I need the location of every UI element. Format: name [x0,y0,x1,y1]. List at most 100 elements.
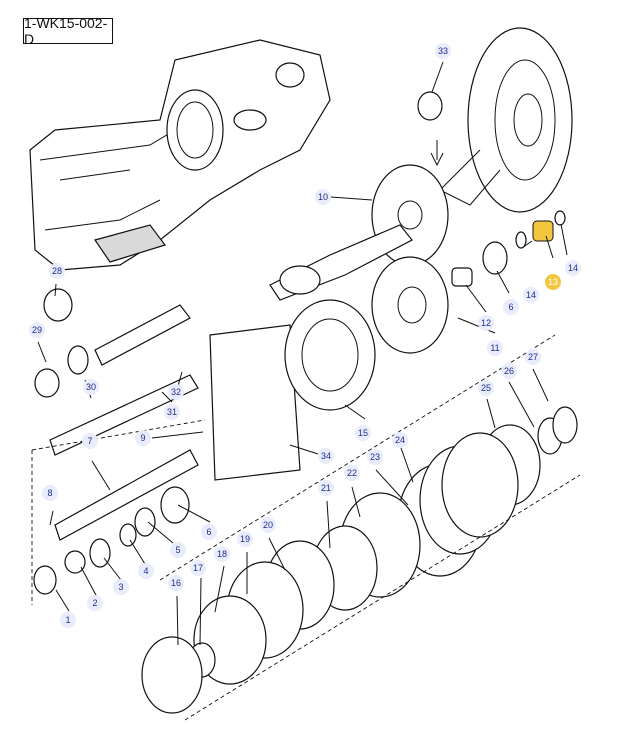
callout-marker [392,432,408,448]
callout-marker [168,384,184,400]
callout-12[interactable]: 12 [478,315,494,331]
callout-marker [435,43,451,59]
callout-marker [523,287,539,303]
callout-marker [545,274,561,290]
callout-label: 16 [171,578,181,588]
callout-marker [201,524,217,540]
callout-label: 34 [321,451,331,461]
callout-14[interactable]: 14 [565,260,581,276]
callout-27[interactable]: 27 [525,349,541,365]
callout-30[interactable]: 30 [83,379,99,395]
callout-20[interactable]: 20 [260,517,276,533]
assembly-frame-lines [159,334,581,721]
callout-21[interactable]: 21 [318,480,334,496]
bushing-12 [451,267,473,287]
callout-26[interactable]: 26 [501,363,517,379]
bearing-6-top [482,241,508,275]
callout-29[interactable]: 29 [29,322,45,338]
callout-marker [478,315,494,331]
callout-15[interactable]: 15 [355,425,371,441]
callout-label: 27 [528,352,538,362]
spur-gear-10 [269,164,449,301]
callout-label: 24 [395,435,405,445]
callout-label: 9 [140,433,145,443]
diagram-reference-label: 1-WK15-002-D [23,15,113,47]
callout-label: 7 [87,436,92,446]
callout-17[interactable]: 17 [190,560,206,576]
callout-marker [113,579,129,595]
shaft-bracket-lines [31,419,206,605]
callout-label: 6 [206,527,211,537]
callout-7[interactable]: 7 [82,433,98,449]
callout-label: 29 [32,325,42,335]
callout-23[interactable]: 23 [367,449,383,465]
callout-16[interactable]: 16 [168,575,184,591]
callout-28[interactable]: 28 [49,263,65,279]
callout-8[interactable]: 8 [42,485,58,501]
callout-22[interactable]: 22 [344,465,360,481]
callout-9[interactable]: 9 [135,430,151,446]
callout-marker [503,299,519,315]
callout-11[interactable]: 11 [487,340,503,356]
callout-marker [168,575,184,591]
callout-label: 32 [171,387,181,397]
callout-label: 8 [47,488,52,498]
callout-label: 22 [347,468,357,478]
callout-5[interactable]: 5 [170,542,186,558]
callout-marker [135,430,151,446]
callout-marker [367,449,383,465]
callout-marker [260,517,276,533]
callout-10[interactable]: 10 [315,189,331,205]
callout-25[interactable]: 25 [478,380,494,396]
callout-marker [237,531,253,547]
callout-label: 1 [65,615,70,625]
callout-label: 14 [568,263,578,273]
callout-label: 33 [438,46,448,56]
ring-gear [439,27,573,213]
callout-marker [42,485,58,501]
callout-31[interactable]: 31 [164,404,180,420]
washer-14-right [554,210,566,226]
callout-33[interactable]: 33 [435,43,451,59]
callout-label: 10 [318,192,328,202]
snap-ring-33 [417,91,443,121]
callout-label: 5 [175,545,180,555]
callout-2[interactable]: 2 [87,595,103,611]
callout-label: 26 [504,366,514,376]
callout-marker [478,380,494,396]
clutch-carrier-11 [371,256,449,354]
callout-label: 15 [358,428,368,438]
callout-label: 3 [118,582,123,592]
callout-label: 25 [481,383,491,393]
callout-4[interactable]: 4 [138,563,154,579]
callout-marker [344,465,360,481]
callout-label: 14 [526,290,536,300]
callout-marker [318,448,334,464]
callout-6[interactable]: 6 [201,524,217,540]
callout-marker [318,480,334,496]
callout-label: 12 [481,318,491,328]
callout-1[interactable]: 1 [60,612,76,628]
callout-3[interactable]: 3 [113,579,129,595]
spacer-13-highlighted [532,220,554,242]
callout-label: 13 [548,277,558,287]
callout-label: 30 [86,382,96,392]
callout-marker [355,425,371,441]
callout-marker [49,263,65,279]
callout-label: 17 [193,563,203,573]
callout-marker [29,322,45,338]
callout-6[interactable]: 6 [503,299,519,315]
callout-19[interactable]: 19 [237,531,253,547]
callout-marker [164,404,180,420]
callout-label: 11 [490,343,499,353]
callout-marker [315,189,331,205]
callout-24[interactable]: 24 [392,432,408,448]
callout-label: 28 [52,266,62,276]
callout-34[interactable]: 34 [318,448,334,464]
callout-marker [138,563,154,579]
callout-13[interactable]: 13 [545,274,561,290]
callout-32[interactable]: 32 [168,384,184,400]
callout-14[interactable]: 14 [523,287,539,303]
callout-18[interactable]: 18 [214,546,230,562]
